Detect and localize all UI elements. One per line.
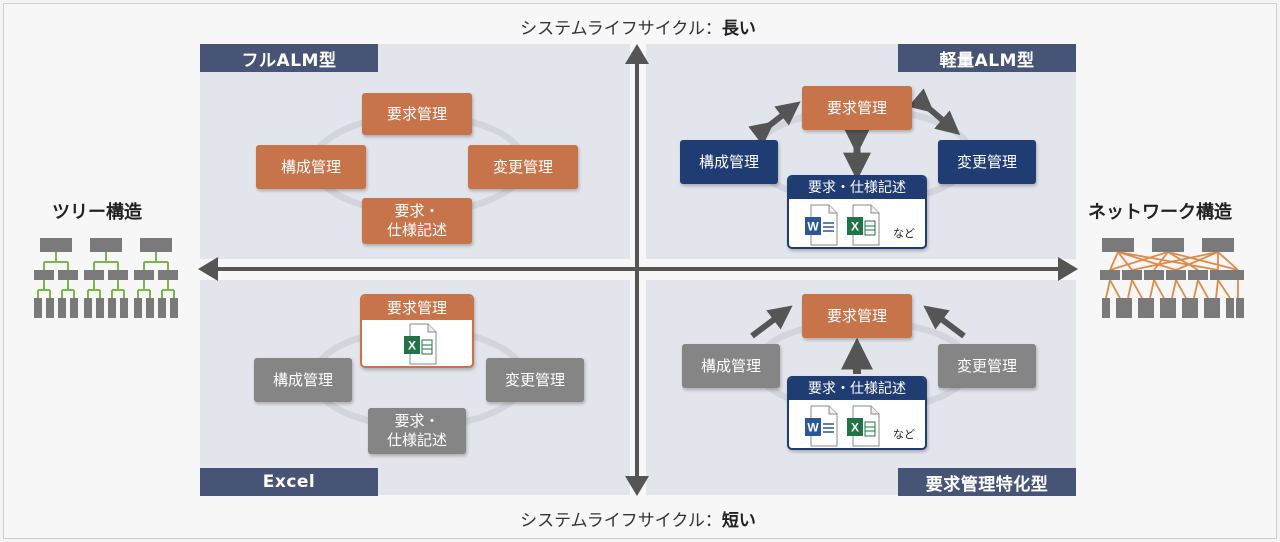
excel-doc-icon: X: [847, 405, 880, 447]
svg-text:W: W: [807, 220, 819, 234]
excel-config-box: 構成管理: [254, 358, 352, 402]
excel-req-header: 要求管理: [362, 296, 472, 320]
excel-doc-icon: X: [404, 323, 437, 365]
svg-text:X: X: [851, 421, 859, 435]
excel-change-box: 変更管理: [486, 358, 584, 402]
document-icons: W X: [805, 204, 880, 246]
axis-top-title: システムライフサイクル：長い: [520, 19, 756, 39]
document-icons: W X: [805, 405, 880, 447]
bidirectional-arrow-icon: [748, 101, 801, 146]
spec-line-2: 仕様記述: [386, 221, 447, 239]
tree-structure-icon: [34, 238, 178, 318]
light-alm-change-box: 変更管理: [938, 140, 1036, 184]
axis-bottom-title: システムライフサイクル：短い: [520, 511, 756, 531]
word-doc-icon: W: [805, 405, 838, 447]
spec-line-1: 要求・: [394, 412, 440, 430]
spec-card-header: 要求・仕様記述: [789, 378, 925, 400]
bidirectional-arrow-icon: [908, 88, 961, 135]
arrow-icon: [923, 305, 966, 339]
svg-text:X: X: [851, 220, 859, 234]
full-alm-req-box: 要求管理: [362, 93, 472, 135]
label-req-specialized: 要求管理特化型: [898, 468, 1076, 496]
axis-left-title: ツリー構造: [52, 202, 142, 223]
word-doc-icon: W: [805, 204, 838, 246]
req-specialized-change-box: 変更管理: [938, 344, 1036, 388]
light-alm-config-box: 構成管理: [680, 140, 778, 184]
excel-spec-box: 要求・ 仕様記述: [368, 408, 466, 454]
full-alm-change-box: 変更管理: [468, 145, 578, 189]
label-light-alm: 軽量ALM型: [898, 44, 1076, 72]
spec-line-2: 仕様記述: [386, 431, 447, 449]
excel-req-card: 要求管理 X: [360, 294, 474, 368]
svg-text:W: W: [807, 421, 819, 435]
light-alm-req-box: 要求管理: [802, 86, 912, 130]
full-alm-spec-box: 要求・ 仕様記述: [362, 198, 472, 244]
label-full-alm: フルALM型: [200, 44, 378, 72]
arrow-icon: [750, 305, 793, 339]
spec-line-1: 要求・: [394, 202, 440, 220]
etc-label: など: [893, 227, 915, 240]
spec-card-header: 要求・仕様記述: [789, 177, 925, 199]
vertical-axis: [625, 44, 649, 496]
axis-right-title: ネットワーク構造: [1088, 202, 1232, 223]
light-alm-spec-card: 要求・仕様記述 W X など: [787, 175, 927, 249]
req-specialized-spec-card: 要求・仕様記述 W X など: [787, 376, 927, 450]
network-structure-icon: [1100, 238, 1244, 318]
full-alm-config-box: 構成管理: [256, 145, 366, 189]
req-specialized-req-box: 要求管理: [802, 294, 912, 338]
etc-label: など: [893, 428, 915, 441]
req-specialized-config-box: 構成管理: [682, 344, 780, 388]
svg-text:X: X: [408, 339, 416, 353]
excel-doc-icon: X: [847, 204, 880, 246]
label-excel: Excel: [200, 468, 378, 496]
